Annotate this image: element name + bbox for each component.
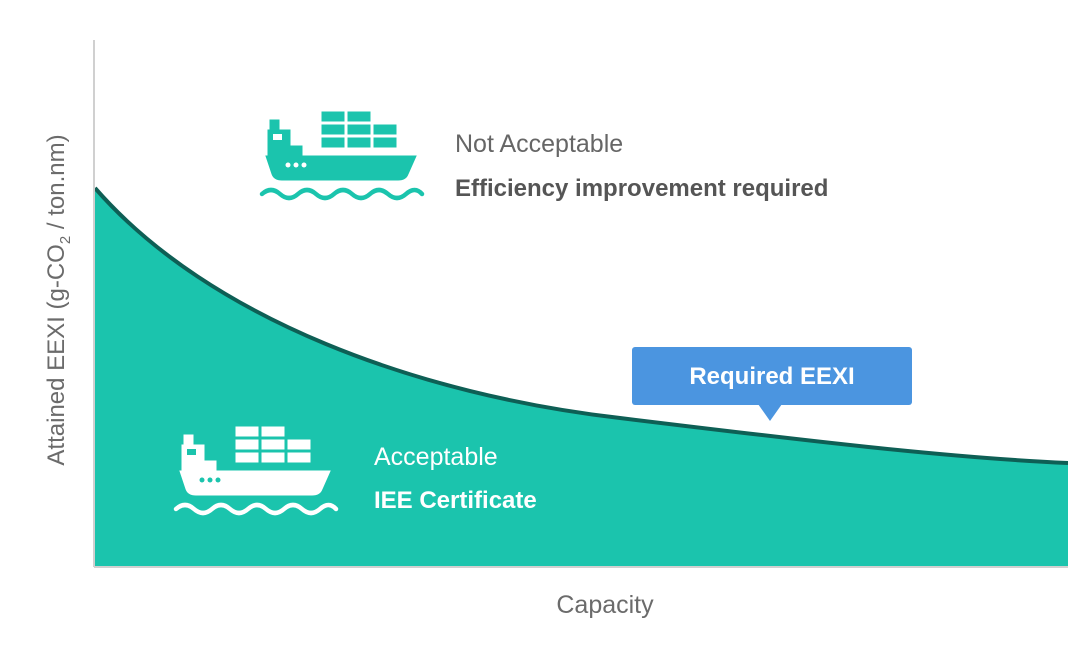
cargo-ship-icon: [262, 112, 422, 198]
required-eexi-callout: Required EEXI: [632, 347, 912, 421]
y-axis-label: Attained EEXI (g-CO2 / ton.nm): [43, 134, 74, 465]
acceptable-title: Acceptable: [374, 443, 498, 471]
y-axis-label-main: Attained EEXI (g-CO: [43, 244, 70, 465]
not-acceptable-title: Not Acceptable: [455, 130, 623, 158]
x-axis-label: Capacity: [556, 591, 654, 619]
callout-label: Required EEXI: [689, 363, 854, 390]
y-axis-label-tail: / ton.nm): [43, 134, 70, 235]
efficiency-improvement-subtitle: Efficiency improvement required: [455, 175, 828, 202]
callout-box: [632, 347, 912, 405]
y-axis-label-subscript: 2: [57, 236, 74, 244]
cargo-ship-icon: [176, 427, 336, 513]
required-eexi-curve: [93, 186, 1068, 465]
iee-certificate-subtitle: IEE Certificate: [374, 487, 537, 514]
callout-pointer: [758, 404, 782, 421]
acceptable-region: [95, 188, 1068, 566]
